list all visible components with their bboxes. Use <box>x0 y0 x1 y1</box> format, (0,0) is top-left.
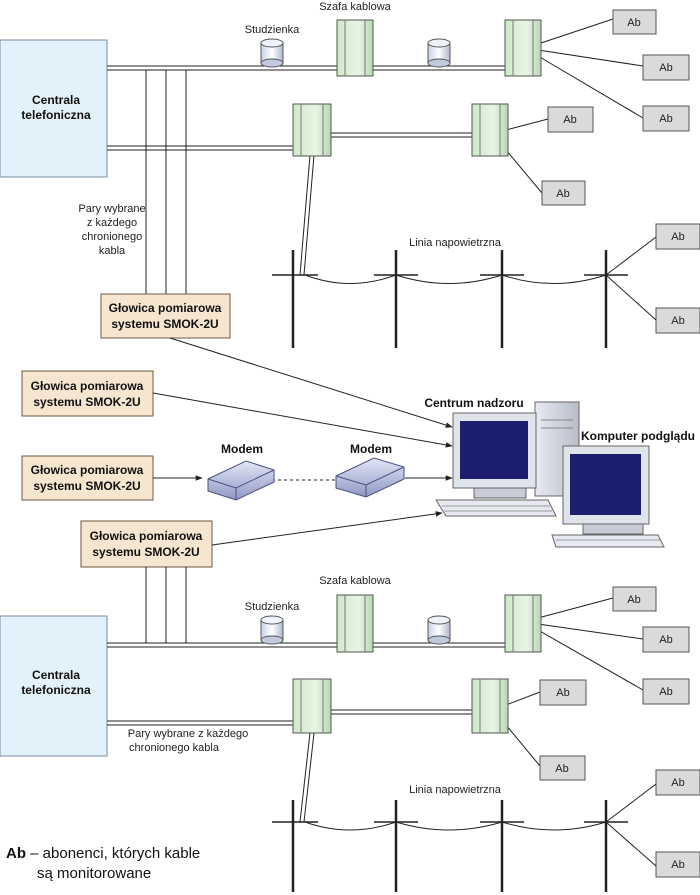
svg-text:Ab – abonenci, których kable: Ab – abonenci, których kable <box>6 845 200 862</box>
centrala-label-bottom-1: Centrala <box>32 668 80 682</box>
centrala-label-top-1: Centrala <box>32 93 80 107</box>
ab-box: Ab <box>655 223 700 250</box>
studzienka-label-top: Studzienka <box>245 24 300 36</box>
pary-label-top-4: kabla <box>99 245 126 257</box>
svg-text:systemu SMOK-2U: systemu SMOK-2U <box>92 545 199 559</box>
modem-label-2: Modem <box>350 442 392 456</box>
svg-text:Ab: Ab <box>627 17 640 29</box>
pary-label-top-1: Pary wybrane <box>78 203 145 215</box>
svg-text:Głowica pomiarowa: Głowica pomiarowa <box>31 463 144 477</box>
svg-text:Ab: Ab <box>556 687 569 699</box>
cabinet-top-1 <box>336 19 374 77</box>
legend-text-1: – abonenci, których kable <box>26 845 200 862</box>
main-cable-top <box>107 18 644 294</box>
legend-key: Ab <box>6 845 26 862</box>
svg-text:Ab: Ab <box>659 686 672 698</box>
svg-text:Głowica pomiarowa: Głowica pomiarowa <box>90 529 203 543</box>
ab-box: Ab <box>655 769 700 796</box>
legend-text-2: są monitorowane <box>37 865 151 882</box>
ab-box: Ab <box>655 307 700 334</box>
legend: Ab – abonenci, których kable są monitoro… <box>6 845 200 882</box>
cabinet-bottom-1 <box>336 594 374 653</box>
cabinet-bottom-3 <box>292 678 332 734</box>
ab-box: Ab <box>612 9 657 35</box>
linia-label-bottom: Linia napowietrzna <box>409 784 502 796</box>
cabinet-top-4 <box>471 103 509 157</box>
bottom-network: Centrala telefoniczna <box>0 567 700 892</box>
svg-text:Ab: Ab <box>556 188 569 200</box>
overhead-line-top <box>272 236 657 348</box>
centrala-box-top <box>0 39 108 178</box>
studzienka-icon-top-1 <box>260 38 284 68</box>
ab-box: Ab <box>642 105 690 132</box>
overhead-line-bottom <box>272 783 657 892</box>
svg-text:Głowica pomiarowa: Głowica pomiarowa <box>109 301 222 315</box>
svg-text:systemu SMOK-2U: systemu SMOK-2U <box>33 395 140 409</box>
connection-arrows <box>152 337 453 546</box>
svg-text:systemu SMOK-2U: systemu SMOK-2U <box>33 479 140 493</box>
glowica-box-1: Głowica pomiarowa systemu SMOK-2U <box>100 293 231 339</box>
pary-label-top-2: z każdego <box>87 217 137 229</box>
ab-box: Ab <box>539 755 586 781</box>
pary-label-bottom-1: Pary wybrane z każdego <box>128 728 248 740</box>
svg-text:Ab: Ab <box>671 859 684 871</box>
svg-text:Ab: Ab <box>555 763 568 775</box>
studzienka-icon-bottom-1 <box>260 615 284 645</box>
svg-text:Ab: Ab <box>659 634 672 646</box>
szafa-label-bottom: Szafa kablowa <box>319 575 391 587</box>
svg-text:Ab: Ab <box>659 113 672 125</box>
linia-label-top: Linia napowietrzna <box>409 237 502 249</box>
ab-box: Ab <box>612 586 657 612</box>
ab-box: Ab <box>539 679 587 706</box>
glowica-box-4: Głowica pomiarowa systemu SMOK-2U <box>80 520 213 568</box>
ab-box: Ab <box>547 106 594 133</box>
svg-text:Ab: Ab <box>627 594 640 606</box>
centrala-label-bottom-2: telefoniczna <box>21 683 91 697</box>
cabinet-top-3 <box>292 103 332 157</box>
cabinet-bottom-2 <box>504 594 542 653</box>
studzienka-icon-bottom-2 <box>427 615 451 645</box>
svg-text:Ab: Ab <box>671 777 684 789</box>
ab-box: Ab <box>642 678 690 705</box>
pary-label-top-3: chronionego <box>82 231 143 243</box>
glowica-box-2: Głowica pomiarowa systemu SMOK-2U <box>21 370 154 417</box>
ab-box: Ab <box>655 851 700 878</box>
centrala-box-bottom <box>0 615 108 757</box>
centrala-label-top-2: telefoniczna <box>21 108 91 122</box>
svg-text:Ab: Ab <box>563 114 576 126</box>
computer-icon-centrum <box>435 401 580 517</box>
svg-text:Ab: Ab <box>659 62 672 74</box>
top-network: Centrala telefoniczna <box>0 1 700 348</box>
pary-label-bottom-2: chronionego kabla <box>129 742 220 754</box>
szafa-label-top: Szafa kablowa <box>319 1 391 13</box>
ab-box: Ab <box>541 180 586 206</box>
svg-text:Głowica pomiarowa: Głowica pomiarowa <box>31 379 144 393</box>
modem-icon-1 <box>207 460 275 501</box>
svg-text:Ab: Ab <box>671 315 684 327</box>
cabinet-top-2 <box>504 19 542 77</box>
studzienka-label-bottom: Studzienka <box>245 601 300 613</box>
computer-icon-podglad <box>551 445 665 548</box>
svg-text:systemu SMOK-2U: systemu SMOK-2U <box>111 317 218 331</box>
centrum-label: Centrum nadzoru <box>424 396 523 410</box>
svg-text:Ab: Ab <box>671 231 684 243</box>
komputer-label: Komputer podglądu <box>581 429 695 443</box>
modem-icon-2 <box>335 457 405 498</box>
ab-box: Ab <box>642 626 690 653</box>
main-cable-bottom <box>107 567 644 823</box>
glowica-box-3: Głowica pomiarowa systemu SMOK-2U <box>21 455 154 501</box>
ab-box: Ab <box>642 54 690 81</box>
modem-label-1: Modem <box>221 442 263 456</box>
cabinet-bottom-4 <box>471 678 509 734</box>
studzienka-icon-top-2 <box>427 38 451 68</box>
